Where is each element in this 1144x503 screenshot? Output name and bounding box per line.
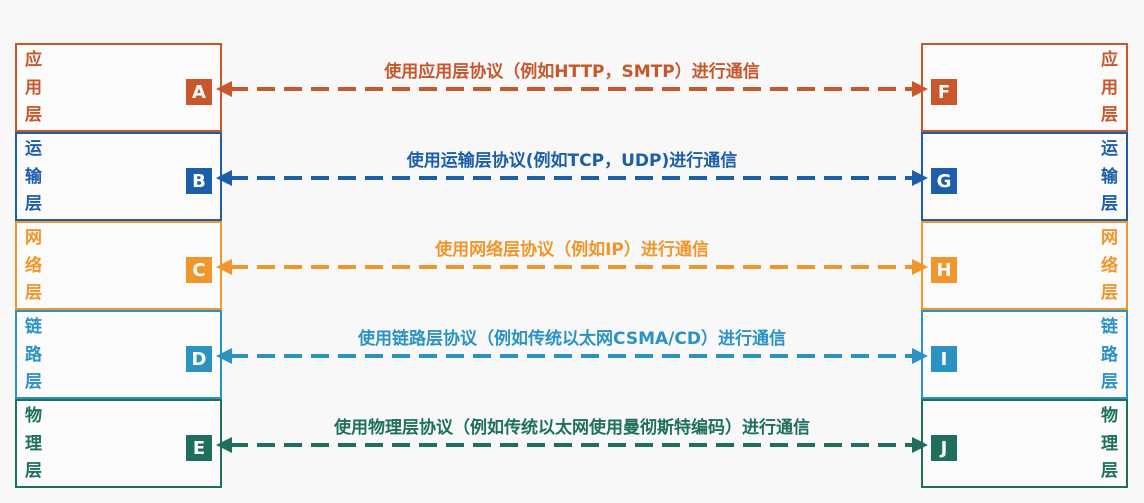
badge-a: A bbox=[186, 79, 212, 105]
arrowhead-left-datalink bbox=[216, 348, 232, 364]
right-application-layer: 应 用 层 F bbox=[921, 43, 1128, 132]
right-transport-layer: 运 输 层 G bbox=[921, 132, 1128, 221]
arrowhead-right-transport bbox=[912, 170, 928, 186]
badge-i: I bbox=[931, 346, 957, 372]
arrowhead-left-network bbox=[216, 259, 232, 275]
layer-name: 网 络 层 bbox=[1101, 228, 1118, 303]
layer-name: 运 输 层 bbox=[1101, 139, 1118, 214]
left-physical-layer: 物 理 层 E bbox=[15, 399, 222, 488]
badge-f: F bbox=[931, 79, 957, 105]
layer-name: 物 理 层 bbox=[25, 406, 42, 481]
layer-name: 物 理 层 bbox=[1101, 406, 1118, 481]
arrowhead-left-physical bbox=[216, 437, 232, 453]
badge-g: G bbox=[931, 168, 957, 194]
badge-b: B bbox=[186, 168, 212, 194]
protocol-label-network: 使用网络层协议（例如IP）进行通信 bbox=[435, 240, 709, 260]
badge-c: C bbox=[186, 257, 212, 283]
badge-e: E bbox=[186, 435, 212, 461]
arrowhead-left-application bbox=[216, 81, 232, 97]
right-physical-layer: 物 理 层 J bbox=[921, 399, 1128, 488]
right-host-stack: 应 用 层 F 运 输 层 G 网 络 层 H 链 路 层 I 物 理 bbox=[921, 43, 1128, 488]
arrowhead-right-network bbox=[912, 259, 928, 275]
protocol-label-transport: 使用运输层协议(例如TCP，UDP)进行通信 bbox=[406, 151, 738, 171]
right-datalink-layer: 链 路 层 I bbox=[921, 310, 1128, 399]
left-application-layer: 应 用 层 A bbox=[15, 43, 222, 132]
arrowhead-right-physical bbox=[912, 437, 928, 453]
layer-name: 链 路 层 bbox=[25, 317, 42, 392]
left-network-layer: 网 络 层 C bbox=[15, 221, 222, 310]
right-network-layer: 网 络 层 H bbox=[921, 221, 1128, 310]
layer-name: 应 用 层 bbox=[25, 50, 42, 125]
layer-name: 运 输 层 bbox=[25, 139, 42, 214]
layer-name: 应 用 层 bbox=[1101, 50, 1118, 125]
protocol-label-datalink: 使用链路层协议（例如传统以太网CSMA/CD）进行通信 bbox=[358, 329, 786, 349]
left-datalink-layer: 链 路 层 D bbox=[15, 310, 222, 399]
arrowhead-right-datalink bbox=[912, 348, 928, 364]
layer-name: 网 络 层 bbox=[25, 228, 42, 303]
badge-d: D bbox=[186, 346, 212, 372]
arrowhead-left-transport bbox=[216, 170, 232, 186]
protocol-label-application: 使用应用层协议（例如HTTP，SMTP）进行通信 bbox=[384, 62, 760, 82]
badge-h: H bbox=[931, 257, 957, 283]
layer-name: 链 路 层 bbox=[1101, 317, 1118, 392]
protocol-label-physical: 使用物理层协议（例如传统以太网使用曼彻斯特编码）进行通信 bbox=[334, 418, 810, 438]
badge-j: J bbox=[931, 435, 957, 461]
arrowhead-right-application bbox=[912, 81, 928, 97]
left-host-stack: 应 用 层 A 运 输 层 B 网 络 层 C 链 路 层 D 物 理 bbox=[15, 43, 222, 488]
